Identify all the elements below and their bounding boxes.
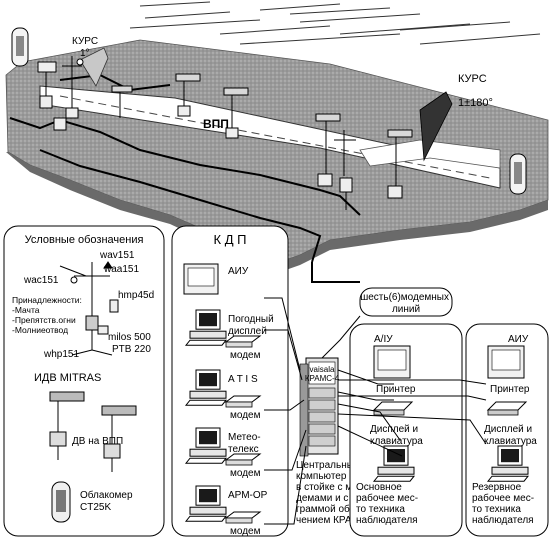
approach-lights [130,2,540,44]
kurs-left-label: КУРС [72,36,98,47]
legend-label-milos500: milos 500 [108,332,151,343]
kdp-item-label-line: АРМ-ОР [228,490,268,501]
terminal-screen [492,350,520,370]
legend-accessory-item: -Молниеотвод [12,325,68,335]
kdp-item-label-line: A T I S [228,374,258,385]
modem-lines-label: шесть(6)модемных [360,292,449,303]
terminal-screen [188,268,214,286]
legend-label-wav151: wav151 [99,250,135,261]
kdp-item-label-line: Метео- [228,432,261,443]
printer-label: Принтер [490,384,530,395]
station-caption-line: Основное [356,482,402,493]
central-rack: vaisala КРАМС-4 [300,358,340,456]
kurs-right-value: 1±180° [458,97,493,109]
station-caption-line: то техника [472,504,521,515]
kdp-item-label: A T I S [228,374,258,385]
kdp-item-label-line: дисплей [228,326,267,337]
station-aiu-label: АИУ [508,334,529,345]
legend-label-waa151: waa151 [103,264,139,275]
station-caption-line: наблюдателя [472,514,534,526]
station-caption-line: наблюдателя [356,514,418,526]
station-aiu-label: А/ІУ [374,334,393,345]
kdp-item-label-line: телекс [228,444,259,455]
station-caption-line: то техника [356,504,405,515]
modem-label: модем [230,526,261,537]
terminal-screen [378,350,406,370]
legend-label-wac151: wac151 [23,275,59,286]
kdp-item-label-line: АИУ [228,266,249,277]
station-caption-line: рабочее мес- [472,492,534,504]
modem-label: модем [230,468,261,479]
legend-accessory-item: -Мачта [12,305,40,315]
station-caption-line: рабочее мес- [356,492,418,504]
kdp-item-label: АИУ [228,266,249,277]
legend-panel: Условные обозначения wav151 waa151 wac15… [4,226,164,536]
station-caption-line: Резервное [472,482,522,493]
legend-label-whp151: whp151 [43,349,79,360]
printer-label: Принтер [376,384,416,395]
legend-title: Условные обозначения [25,234,144,246]
legend-ceilometer-icon [52,482,70,522]
legend-ceilometer-name: Облакомер [80,489,133,501]
kdp-title: К Д П [214,232,247,247]
kdp-item-label-line: Погодный [228,314,274,325]
kdp-item-label: Метео-телекс [228,432,261,455]
modem-lines-label: линий [392,304,420,315]
runway-label: ВПП [203,117,229,131]
kurs-right-label: КУРС [458,73,487,85]
legend-idv-title: ИДВ MITRAS [34,372,101,384]
legend-label-ptb220: PTB 220 [112,344,151,355]
display-label-line: Дисплей и [370,424,418,435]
modem-label: модем [230,410,261,421]
kurs-left-value: 1° [80,48,90,59]
legend-label-hmp45d: hmp45d [118,290,154,301]
display-label-line: клавиатура [370,436,423,447]
field-ceilometer-left [12,28,28,66]
legend-dv-label: ДВ на ВПП [72,436,123,447]
kdp-item-label: АРМ-ОР [228,490,268,501]
legend-accessory-item: Принадлежности: [12,295,82,305]
rack-model: КРАМС-4 [305,374,340,383]
rack-brand: vaisala [310,365,335,374]
modem-label: модем [230,350,261,361]
legend-accessory-item: -Препятств.огни [12,315,76,325]
field-ceilometer-right [510,154,526,194]
legend-ceilometer-model: CT25K [80,502,111,513]
display-label-line: клавиатура [484,436,537,447]
display-label-line: Дисплей и [484,424,532,435]
